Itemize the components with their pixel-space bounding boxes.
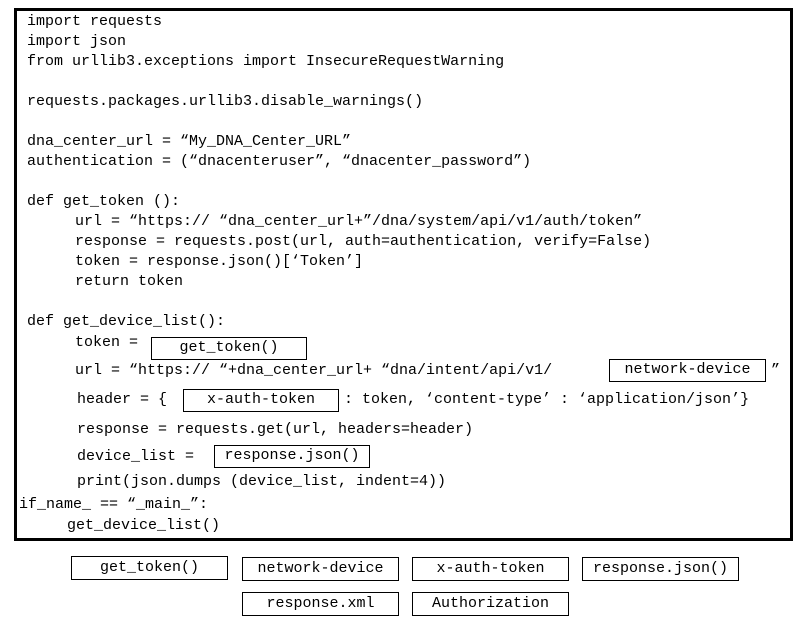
code-line: authentication = (“dnacenteruser”, “dnac…: [27, 153, 532, 170]
option-response-json[interactable]: response.json(): [582, 557, 739, 581]
code-panel: [14, 8, 793, 541]
code-line: response = requests.get(url, headers=hea…: [77, 421, 474, 438]
code-line: url = “https:// “+dna_center_url+ “dna/i…: [75, 362, 553, 379]
code-line: : token, ‘content-type’ : ‘application/j…: [344, 391, 750, 408]
code-line: response = requests.post(url, auth=authe…: [75, 233, 652, 250]
code-line: ”: [771, 362, 781, 379]
drop-slot-header[interactable]: x-auth-token: [183, 389, 339, 412]
code-line: requests.packages.urllib3.disable_warnin…: [27, 93, 424, 110]
code-line: def get_device_list():: [27, 313, 226, 330]
code-line: token = response.json()[‘Token’]: [75, 253, 364, 270]
code-line: device_list =: [77, 448, 195, 465]
code-line: dna_center_url = “My_DNA_Center_URL”: [27, 133, 352, 150]
code-line: def get_token ():: [27, 193, 181, 210]
code-line: token =: [75, 334, 139, 351]
code-line: get_device_list(): [67, 517, 221, 534]
code-line: header = {: [77, 391, 168, 408]
code-line: import requests: [27, 13, 163, 30]
option-x-auth-token[interactable]: x-auth-token: [412, 557, 569, 581]
code-line: print(json.dumps (device_list, indent=4)…: [77, 473, 447, 490]
drop-slot-token[interactable]: get_token(): [151, 337, 307, 360]
code-line: return token: [75, 273, 184, 290]
code-line: url = “https:// “dna_center_url+”/dna/sy…: [75, 213, 643, 230]
option-authorization[interactable]: Authorization: [412, 592, 569, 616]
option-network-device[interactable]: network-device: [242, 557, 399, 581]
option-response-xml[interactable]: response.xml: [242, 592, 399, 616]
drop-slot-device-list[interactable]: response.json(): [214, 445, 370, 468]
code-line: import json: [27, 33, 127, 50]
code-line: from urllib3.exceptions import InsecureR…: [27, 53, 505, 70]
option-get-token[interactable]: get_token(): [71, 556, 228, 580]
code-line: if_name_ == “_main_”:: [19, 496, 209, 513]
drop-slot-url[interactable]: network-device: [609, 359, 766, 382]
